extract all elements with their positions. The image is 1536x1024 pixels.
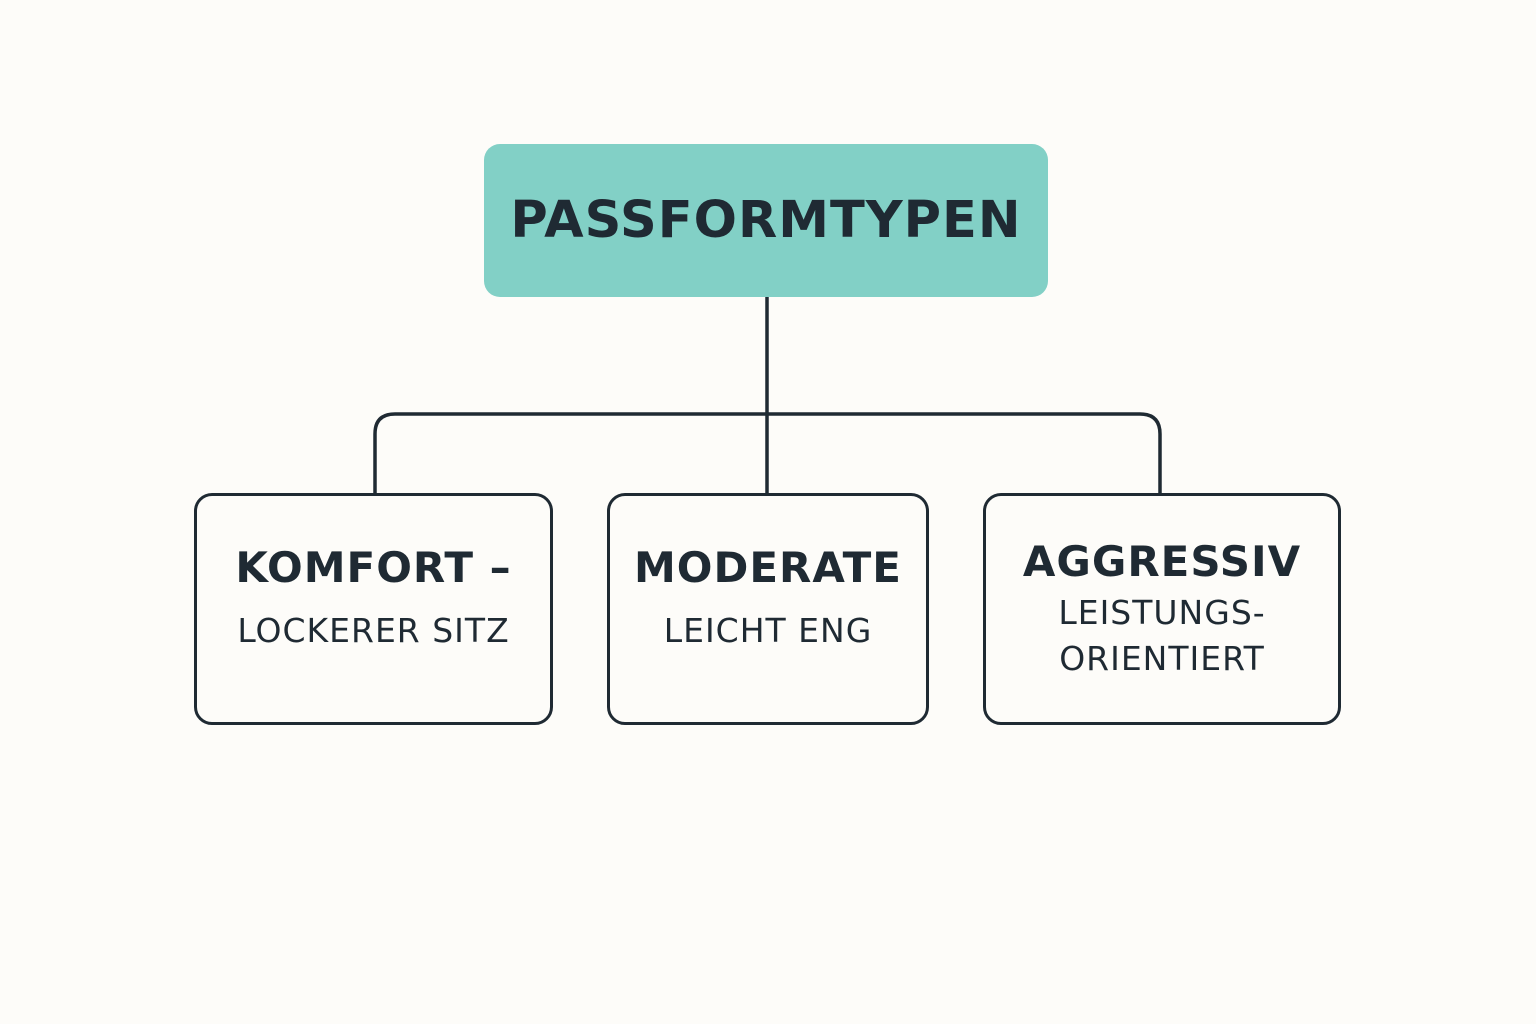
connector-horizontal-bus [373,412,1162,493]
child-node-title: KOMFORT – [235,543,512,592]
root-node-label: PASSFORMTYPEN [510,191,1022,250]
child-node-moderate: MODERATE LEICHT ENG [607,493,929,725]
child-node-komfort: KOMFORT – LOCKERER SITZ [194,493,553,725]
child-node-title: MODERATE [634,543,902,592]
child-node-title: AGGRESSIV [1022,537,1302,586]
root-node-passformtypen: PASSFORMTYPEN [484,144,1048,297]
child-node-subtitle: LEISTUNGS- ORIENTIERT [1058,593,1266,678]
child-node-aggressiv: AGGRESSIV LEISTUNGS- ORIENTIERT [983,493,1341,725]
child-node-subtitle: LEICHT ENG [663,611,873,650]
child-node-subtitle: LOCKERER SITZ [237,611,510,650]
